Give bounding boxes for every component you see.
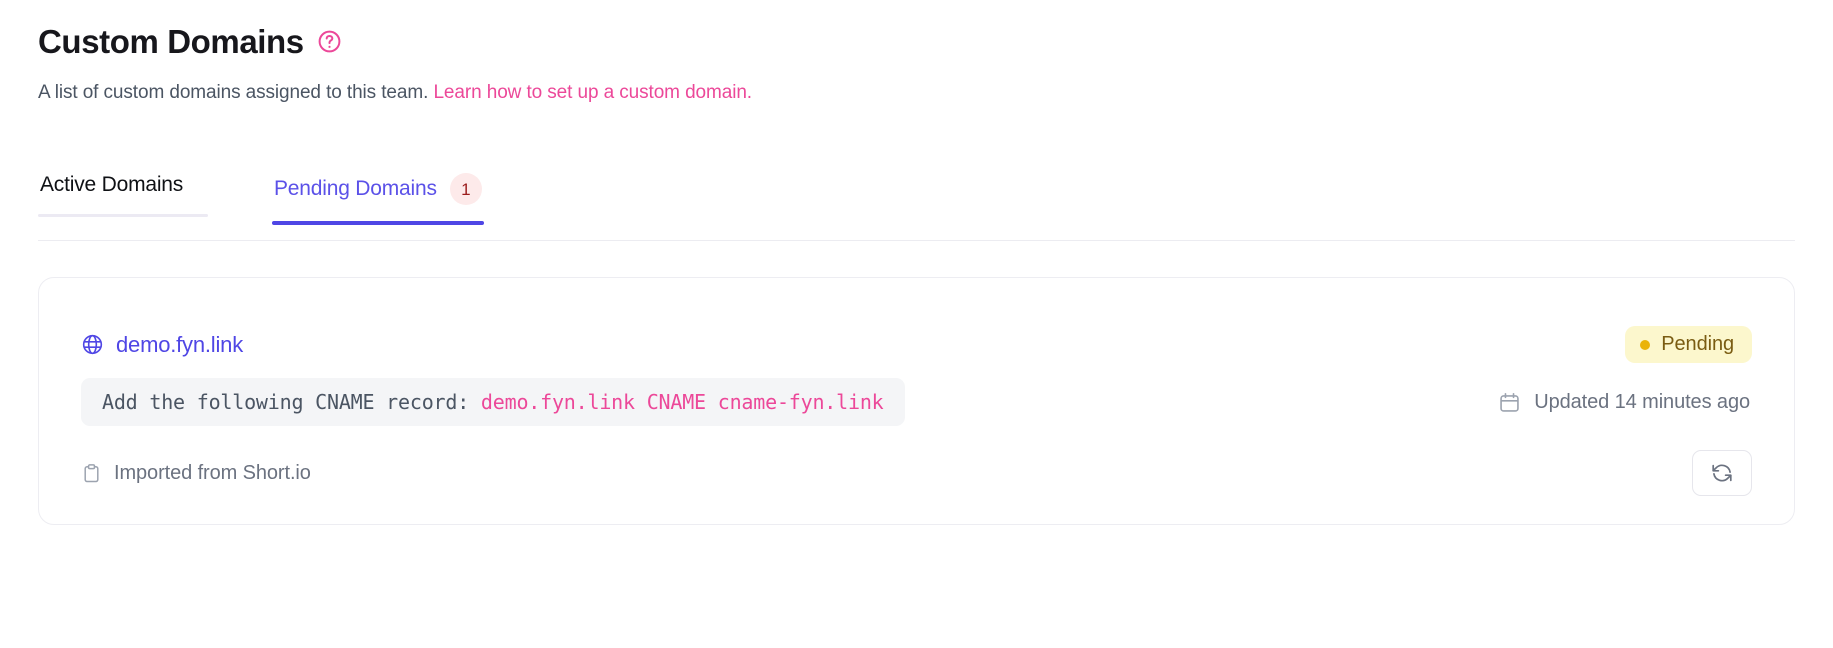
title-row: Custom Domains xyxy=(38,22,752,62)
page-header: Custom Domains A list of custom domains … xyxy=(38,22,752,105)
domain-card-body: Add the following CNAME record: demo.fyn… xyxy=(81,378,1752,426)
cname-instruction-prefix: Add the following CNAME record: xyxy=(102,390,481,414)
cname-instruction-block: Add the following CNAME record: demo.fyn… xyxy=(81,378,905,426)
page-description-text: A list of custom domains assigned to thi… xyxy=(38,81,429,103)
status-badge: Pending xyxy=(1625,326,1752,363)
domain-card-header: demo.fyn.link Pending xyxy=(81,326,1752,363)
clipboard-icon xyxy=(81,463,102,484)
calendar-icon xyxy=(1498,391,1521,414)
imported-source: Imported from Short.io xyxy=(81,462,311,485)
domain-name: demo.fyn.link xyxy=(116,331,244,357)
status-dot-icon xyxy=(1640,339,1651,350)
tab-pending-domains[interactable]: Pending Domains 1 xyxy=(272,163,484,225)
tab-pending-domains-label: Pending Domains xyxy=(274,177,437,200)
tabs-divider xyxy=(38,240,1795,241)
refresh-icon xyxy=(1710,461,1734,485)
imported-source-label: Imported from Short.io xyxy=(114,461,311,484)
page-description: A list of custom domains assigned to thi… xyxy=(38,80,752,106)
tab-pending-domains-badge: 1 xyxy=(449,173,482,205)
tab-active-domains-underline xyxy=(38,214,208,217)
tab-pending-domains-underline xyxy=(272,221,484,225)
question-mark-circle-icon[interactable] xyxy=(317,29,342,54)
domain-name-row[interactable]: demo.fyn.link xyxy=(81,332,243,358)
pending-domain-card: demo.fyn.link Pending Add the following … xyxy=(38,277,1795,525)
updated-timestamp: Updated 14 minutes ago xyxy=(1498,391,1752,414)
globe-icon xyxy=(81,333,104,356)
domain-tabs: Active Domains Pending Domains 1 xyxy=(38,163,1795,225)
domain-card-footer: Imported from Short.io xyxy=(81,450,1752,496)
tab-active-domains-label: Active Domains xyxy=(40,173,184,196)
cname-record-value: demo.fyn.link CNAME cname-fyn.link xyxy=(480,390,884,414)
setup-custom-domain-link[interactable]: Learn how to set up a custom domain. xyxy=(433,81,752,103)
tab-active-domains[interactable]: Active Domains xyxy=(38,163,208,217)
status-badge-label: Pending xyxy=(1661,333,1734,355)
page-title: Custom Domains xyxy=(38,23,304,60)
updated-timestamp-label: Updated 14 minutes ago xyxy=(1534,390,1750,413)
refresh-domain-button[interactable] xyxy=(1692,450,1752,496)
